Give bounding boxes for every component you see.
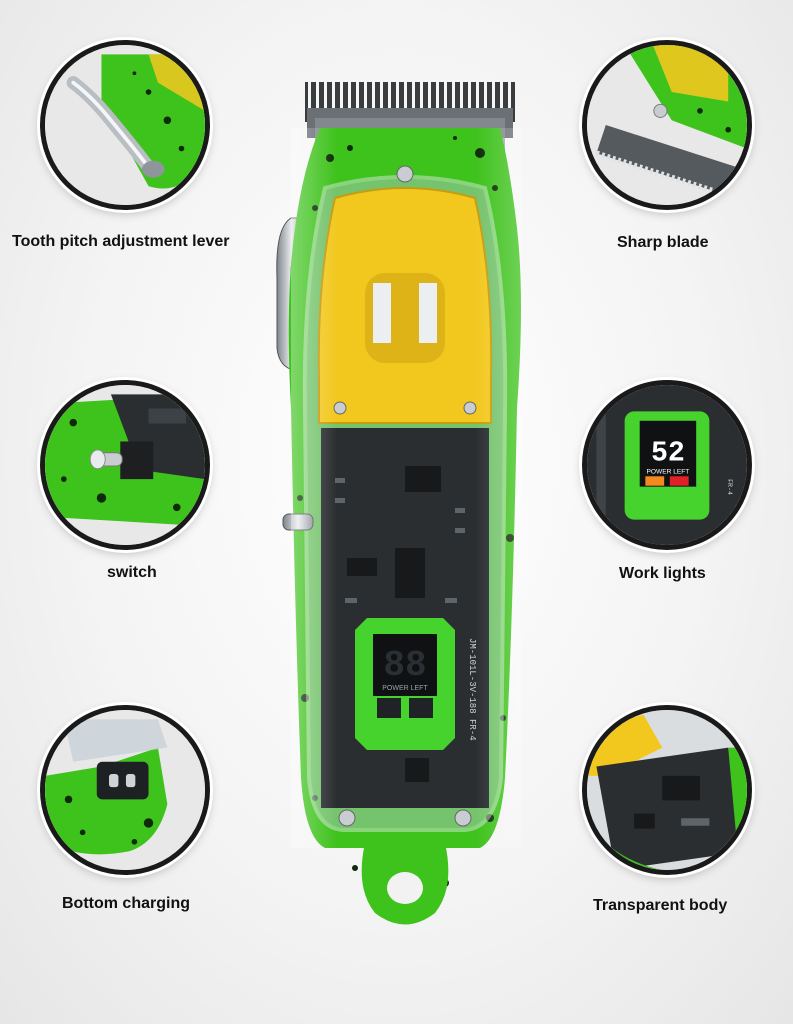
feature-image-switch <box>40 380 210 550</box>
feature-image-sharp-blade <box>582 40 752 210</box>
feature-image-transparent-body <box>582 705 752 875</box>
display-icon: 52 POWER LEFT FR-4 <box>587 385 747 545</box>
circuit-board-icon <box>587 710 747 870</box>
charging-port-icon <box>45 710 205 870</box>
feature-label-sharp-blade: Sharp blade <box>617 234 709 251</box>
feature-label-tooth-pitch: Tooth pitch adjustment lever <box>12 233 230 250</box>
work-lights-digits: 52 <box>651 437 685 469</box>
battery-digits: 88 <box>383 645 426 686</box>
blade-icon <box>587 45 747 205</box>
power-switch <box>282 513 314 531</box>
feature-image-work-lights: 52 POWER LEFT FR-4 <box>582 380 752 550</box>
feature-image-bottom-charging <box>40 705 210 875</box>
switch-icon <box>45 385 205 545</box>
svg-text:FR-4: FR-4 <box>726 479 733 495</box>
board-marking: JM-101L-3V-188 FR-4 <box>467 638 477 741</box>
feature-label-switch: switch <box>107 564 157 581</box>
work-lights-caption: POWER LEFT <box>647 468 690 475</box>
lever-icon <box>45 45 205 205</box>
feature-label-work-lights: Work lights <box>619 565 706 582</box>
feature-label-transparent-body: Transparent body <box>593 897 728 914</box>
hair-clipper-image: JM-101L-3V-188 FR-4 88 POWER LEFT <box>255 78 545 928</box>
feature-image-tooth-pitch <box>40 40 210 210</box>
battery-caption: POWER LEFT <box>382 685 428 692</box>
feature-label-bottom-charging: Bottom charging <box>62 895 190 912</box>
